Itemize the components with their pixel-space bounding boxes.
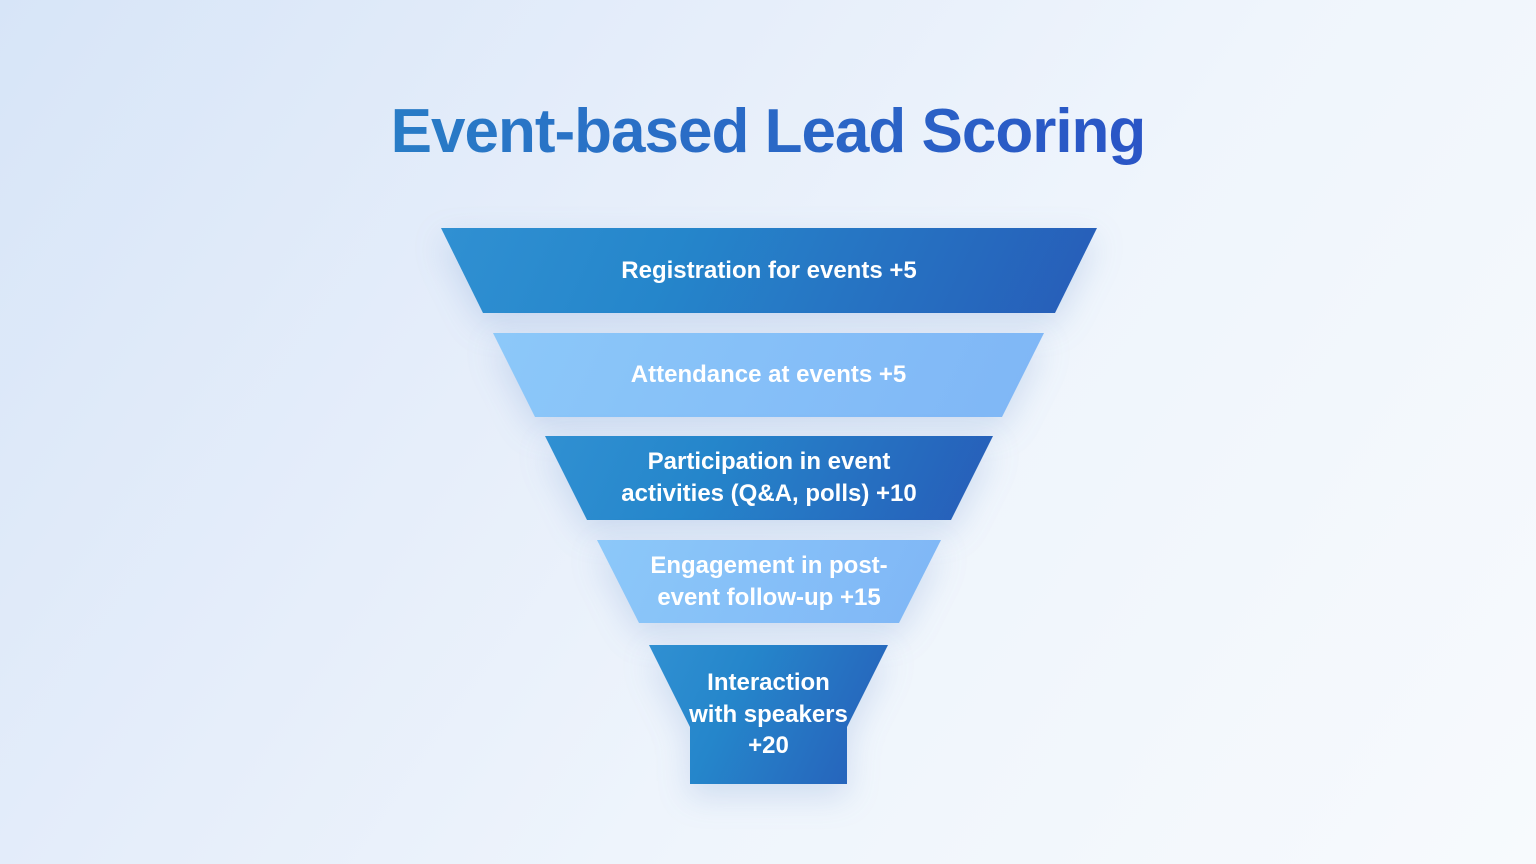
funnel-segment-label: Participation in event activities (Q&A, … [621, 448, 917, 507]
funnel-segment-interaction: Interaction with speakers +20 [649, 645, 888, 784]
funnel-segment-shape: Engagement in post- event follow-up +15 [597, 540, 941, 623]
funnel-segment-participation: Participation in event activities (Q&A, … [545, 436, 993, 520]
funnel-segment-label: Engagement in post- event follow-up +15 [650, 551, 888, 611]
funnel-segment-attendance: Attendance at events +5 [493, 333, 1044, 417]
funnel-segment-label: Registration for events +5 [621, 256, 917, 284]
funnel-segment-shape: Participation in event activities (Q&A, … [545, 436, 993, 520]
funnel-segment-shape: Interaction with speakers +20 [649, 645, 888, 784]
funnel-segment-shape: Registration for events +5 [441, 228, 1097, 313]
funnel-segment-label: Attendance at events +5 [630, 361, 907, 389]
funnel-segment-shape: Attendance at events +5 [493, 333, 1044, 417]
funnel-segment-label: Interaction with speakers +20 [689, 668, 848, 760]
page-title: Event-based Lead Scoring [0, 96, 1536, 167]
funnel-segment-registration: Registration for events +5 [441, 228, 1097, 313]
funnel-segment-engagement: Engagement in post- event follow-up +15 [597, 540, 941, 623]
